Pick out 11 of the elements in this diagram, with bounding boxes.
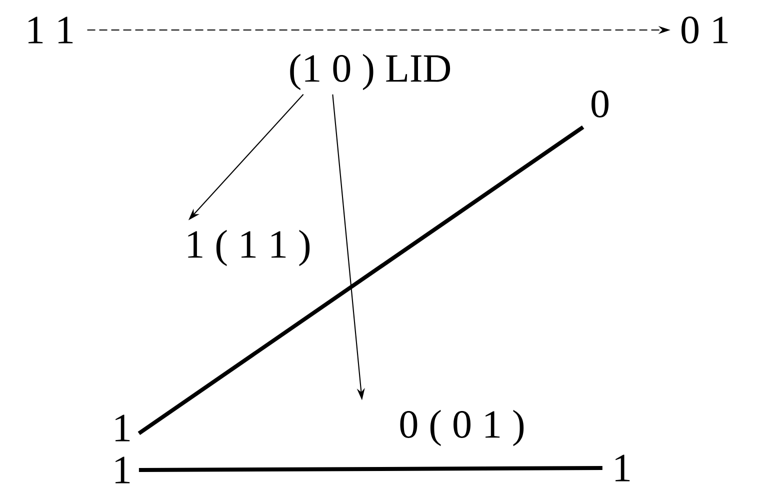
line-end-label: 1 — [116, 414, 130, 442]
node-label: (1 0 ) LID — [290, 54, 450, 90]
node-label: 1 1 — [28, 16, 73, 44]
node-label: 0 1 — [682, 16, 728, 44]
node-label: 1 ( 1 1 ) — [188, 230, 310, 266]
line-end-label: 1 — [616, 454, 630, 482]
line-end-label: 1 — [116, 456, 130, 484]
line-end-label: 0 — [592, 90, 608, 118]
connector-line — [138, 125, 584, 435]
node-label: 0 ( 0 1 ) — [400, 410, 524, 446]
connector-line — [138, 466, 602, 472]
